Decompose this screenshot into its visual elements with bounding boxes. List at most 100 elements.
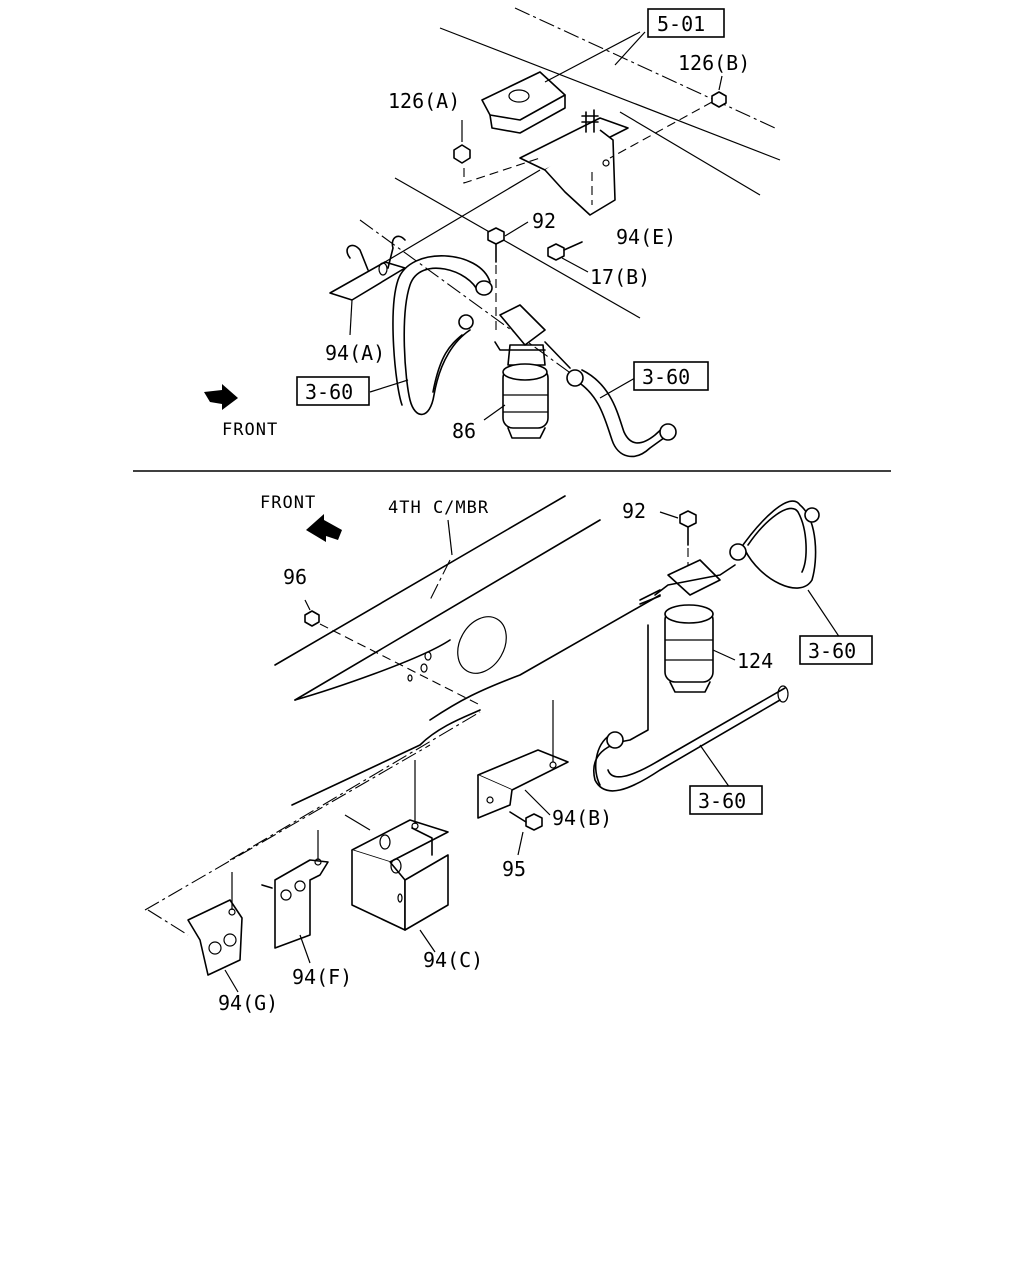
callout-92-lower: 92 [622, 499, 646, 523]
bottom-view: FRONT 4TH C/MBR 92 96 124 3-60 3-60 94(B… [144, 493, 873, 1015]
hose-right-outer [574, 379, 669, 458]
callout-box-3-60-right [633, 361, 709, 391]
filter-inlet [639, 589, 661, 605]
stud-bolts [581, 109, 599, 133]
filter-top-ring [664, 604, 714, 624]
bracket-94c-front [351, 850, 406, 931]
hose-clamp [729, 543, 747, 561]
callout-96: 96 [283, 565, 307, 589]
callout-box-3-60-lower [689, 785, 763, 815]
bracket-94c-tab [411, 827, 433, 856]
filter-bracket [494, 341, 546, 351]
callout-94g: 94(G) [218, 991, 278, 1015]
filter-pipe [654, 564, 736, 596]
top-view: 5-01 126(B) 126(A) 92 94(E) 17(B) 94(A) … [204, 7, 781, 458]
front-arrow-lower-icon [306, 514, 342, 542]
wire-clip-loop [346, 244, 369, 271]
frame-member-surface [294, 639, 451, 701]
bolt-17b-icon [547, 243, 565, 261]
leader-line [712, 649, 736, 661]
clip-bolt [378, 262, 388, 276]
hose-clamp [475, 280, 493, 296]
hose-upper [737, 500, 817, 589]
leader-dd [429, 559, 451, 601]
hose-end [777, 685, 789, 703]
leader-dash [319, 623, 481, 706]
front-label-bottom: FRONT [260, 493, 316, 513]
leader-line [517, 831, 524, 856]
filter-124-head [667, 559, 721, 596]
callout-94c: 94(C) [423, 948, 483, 972]
frame-member-edge [294, 519, 601, 701]
frame-centerline [144, 744, 431, 911]
leader-line [599, 377, 636, 399]
mount-line [384, 169, 541, 263]
bolt-95-icon [525, 813, 543, 831]
callout-124: 124 [737, 649, 773, 673]
bracket-94c-top [351, 819, 449, 863]
leader-line [544, 31, 641, 83]
callout-17b: 17(B) [590, 265, 650, 289]
leader-line [807, 589, 841, 639]
frame-centerline [229, 711, 481, 861]
frame-rail-line [439, 27, 781, 161]
hose-clamp [804, 507, 820, 523]
nut-126b-icon [711, 91, 727, 108]
nut-126a-icon [453, 144, 471, 164]
filter-bottom [507, 427, 546, 439]
frame-rail-line [394, 177, 641, 319]
bracket-hole [397, 893, 403, 903]
frame-member-edge [274, 495, 566, 666]
hose-right-inner [581, 369, 667, 444]
leader-line [699, 744, 731, 789]
hose-upper-inner [747, 507, 807, 573]
wire-clip-loop [387, 235, 406, 269]
bracket-94b-side [477, 775, 513, 819]
nut-96-icon [304, 610, 320, 627]
frame-member-lower [429, 594, 661, 721]
callout-5-01: 5-01 [657, 12, 705, 36]
leader-line [504, 221, 529, 237]
bolt-92-icon [487, 227, 505, 245]
front-arrow-icon [204, 384, 238, 410]
bracket-hole [294, 880, 306, 892]
hose-clamp [566, 369, 584, 387]
leader-line [344, 814, 371, 831]
upper-mount-bracket [481, 71, 566, 121]
callout-3-60-upper: 3-60 [808, 639, 856, 663]
bracket-hole [208, 941, 222, 955]
bracket-94e-side [544, 129, 616, 216]
leader-line [614, 31, 646, 66]
callout-94e: 94(E) [616, 225, 676, 249]
callout-95: 95 [502, 857, 526, 881]
frame-hole [407, 674, 413, 682]
bracket-94c-side [404, 854, 449, 931]
leader-line [718, 75, 723, 91]
leader-dash [463, 157, 541, 184]
bracket-hole [223, 933, 237, 947]
filter-head [499, 304, 546, 346]
callout-box-3-60-upper [799, 635, 873, 665]
frame-hole [457, 616, 507, 674]
callout-box-3-60-left [296, 376, 370, 406]
frame-centerline [147, 909, 189, 936]
bracket-hole [280, 889, 292, 901]
frame-hole [424, 651, 432, 661]
callout-94b: 94(B) [552, 806, 612, 830]
bolt-shank [509, 811, 527, 823]
hose-lower-inner [594, 687, 786, 786]
callout-3-60-left: 3-60 [305, 380, 353, 404]
bracket-hole [508, 89, 530, 103]
bracket-hole [602, 159, 610, 167]
member-label: 4TH C/MBR [388, 498, 489, 518]
hose-end [458, 314, 474, 330]
filter-top-ring [502, 363, 548, 381]
leader-line [304, 599, 311, 611]
leader-line [349, 299, 353, 336]
callout-3-60-lower: 3-60 [698, 789, 746, 813]
leader-line [524, 789, 551, 816]
frame-rail-line [619, 111, 761, 196]
callout-3-60-right: 3-60 [642, 365, 690, 389]
